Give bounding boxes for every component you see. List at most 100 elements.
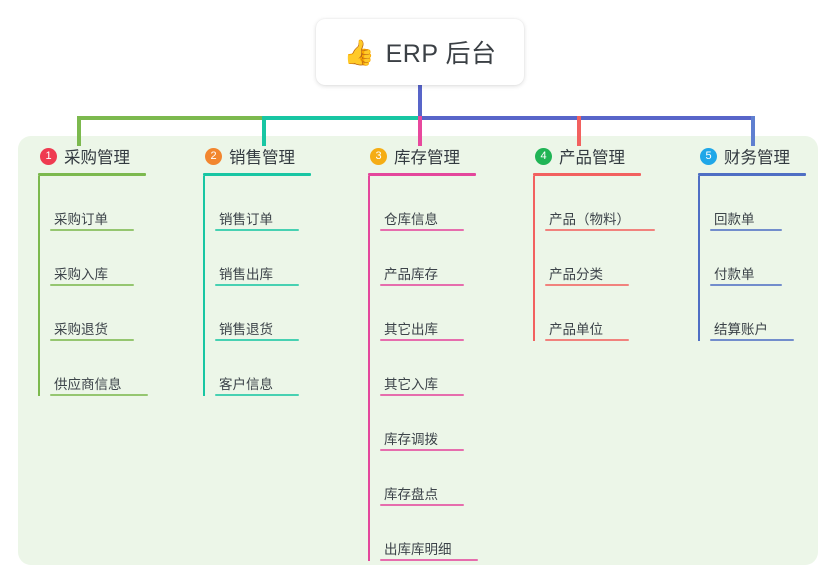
leaf-item[interactable]: 产品库存 — [368, 231, 476, 286]
column-rail-4 — [533, 176, 535, 341]
column-header-1[interactable]: 1 采购管理 — [38, 143, 146, 169]
leaf-item-label: 库存盘点 — [384, 486, 438, 502]
column-rail-1 — [38, 176, 40, 396]
leaf-item-label: 产品分类 — [549, 266, 603, 282]
leaf-item-label: 产品（物料） — [549, 211, 630, 227]
leaf-item[interactable]: 库存盘点 — [368, 451, 476, 506]
leaf-item-underline — [710, 339, 794, 341]
column-rail-5 — [698, 176, 700, 341]
column-badge-2: 2 — [205, 147, 222, 165]
leaf-item[interactable]: 回款单 — [698, 176, 806, 231]
column-title-2: 销售管理 — [229, 149, 295, 167]
leaf-item[interactable]: 采购订单 — [38, 176, 146, 231]
leaf-item-underline — [380, 284, 464, 286]
leaf-item-label: 结算账户 — [714, 321, 768, 337]
leaf-item-label: 产品单位 — [549, 321, 603, 337]
leaf-item[interactable]: 出库库明细 — [368, 506, 478, 561]
leaf-item-underline — [710, 229, 782, 231]
column-4: 4 产品管理产品（物料） 产品分类产品单位 — [533, 143, 655, 341]
column-title-5: 财务管理 — [724, 149, 790, 167]
leaf-item-underline — [50, 284, 134, 286]
leaf-item-label: 供应商信息 — [54, 376, 122, 392]
leaf-item[interactable]: 供应商信息 — [38, 341, 148, 396]
leaf-item-label: 客户信息 — [219, 376, 273, 392]
leaf-item-underline — [380, 449, 464, 451]
leaf-item-label: 采购退货 — [54, 321, 108, 337]
leaf-item-label: 销售出库 — [219, 266, 273, 282]
leaf-item[interactable]: 客户信息 — [203, 341, 311, 396]
leaf-item-underline — [50, 229, 134, 231]
leaf-item[interactable]: 产品单位 — [533, 286, 641, 341]
root-title: ERP 后台 — [385, 40, 497, 68]
leaf-item-underline — [50, 339, 134, 341]
leaf-item[interactable]: 其它入库 — [368, 341, 476, 396]
leaf-item-underline — [215, 339, 299, 341]
leaf-item[interactable]: 库存调拨 — [368, 396, 476, 451]
column-body-3: 仓库信息产品库存其它出库其它入库库存调拨库存盘点出库库明细 — [368, 176, 478, 561]
column-header-5[interactable]: 5 财务管理 — [698, 143, 806, 169]
leaf-item[interactable]: 采购退货 — [38, 286, 146, 341]
column-header-4[interactable]: 4 产品管理 — [533, 143, 641, 169]
column-rail-3 — [368, 176, 370, 561]
leaf-item-label: 采购入库 — [54, 266, 108, 282]
leaf-item-underline — [215, 394, 299, 396]
column-body-1: 采购订单采购入库采购退货供应商信息 — [38, 176, 148, 396]
leaf-item-label: 出库库明细 — [384, 541, 452, 557]
column-1: 1 采购管理采购订单采购入库采购退货供应商信息 — [38, 143, 148, 396]
leaf-item[interactable]: 销售订单 — [203, 176, 311, 231]
column-title-4: 产品管理 — [559, 149, 625, 167]
column-badge-1: 1 — [40, 147, 57, 165]
leaf-item-underline — [545, 229, 655, 231]
leaf-item[interactable]: 产品分类 — [533, 231, 641, 286]
leaf-item-label: 仓库信息 — [384, 211, 438, 227]
column-underline-2 — [203, 173, 311, 176]
column-2: 2 销售管理销售订单销售出库销售退货客户信息 — [203, 143, 311, 396]
column-header-2[interactable]: 2 销售管理 — [203, 143, 311, 169]
leaf-item-underline — [215, 284, 299, 286]
leaf-item-label: 回款单 — [714, 211, 755, 227]
column-underline-4 — [533, 173, 641, 176]
column-header-3[interactable]: 3 库存管理 — [368, 143, 476, 169]
column-rail-2 — [203, 176, 205, 396]
leaf-item[interactable]: 其它出库 — [368, 286, 476, 341]
column-body-4: 产品（物料） 产品分类产品单位 — [533, 176, 655, 341]
column-body-2: 销售订单销售出库销售退货客户信息 — [203, 176, 311, 396]
leaf-item[interactable]: 结算账户 — [698, 286, 806, 341]
column-badge-3: 3 — [370, 147, 387, 165]
leaf-item-underline — [380, 394, 464, 396]
diagram-background-panel — [18, 136, 818, 565]
column-body-5: 回款单付款单结算账户 — [698, 176, 806, 341]
leaf-item[interactable]: 销售退货 — [203, 286, 311, 341]
root-node[interactable]: 👍 ERP 后台 — [316, 19, 524, 85]
column-3: 3 库存管理仓库信息产品库存其它出库其它入库库存调拨库存盘点出库库明细 — [368, 143, 478, 561]
leaf-item-label: 产品库存 — [384, 266, 438, 282]
column-underline-5 — [698, 173, 806, 176]
leaf-item-underline — [545, 339, 629, 341]
leaf-item[interactable]: 付款单 — [698, 231, 806, 286]
leaf-item[interactable]: 销售出库 — [203, 231, 311, 286]
leaf-item-underline — [380, 229, 464, 231]
column-title-1: 采购管理 — [64, 149, 130, 167]
leaf-item-underline — [215, 229, 299, 231]
leaf-item-underline — [380, 559, 478, 561]
leaf-item[interactable]: 产品（物料） — [533, 176, 655, 231]
leaf-item-label: 采购订单 — [54, 211, 108, 227]
leaf-item-label: 销售退货 — [219, 321, 273, 337]
column-badge-5: 5 — [700, 147, 717, 165]
leaf-item-underline — [380, 504, 464, 506]
leaf-item-underline — [545, 284, 629, 286]
leaf-item-label: 其它出库 — [384, 321, 438, 337]
leaf-item-label: 其它入库 — [384, 376, 438, 392]
column-5: 5 财务管理回款单付款单结算账户 — [698, 143, 806, 341]
column-title-3: 库存管理 — [394, 149, 460, 167]
leaf-item[interactable]: 采购入库 — [38, 231, 146, 286]
leaf-item-label: 销售订单 — [219, 211, 273, 227]
column-underline-1 — [38, 173, 146, 176]
leaf-item-underline — [380, 339, 464, 341]
leaf-item-underline — [710, 284, 782, 286]
leaf-item-underline — [50, 394, 148, 396]
leaf-item-label: 付款单 — [714, 266, 755, 282]
column-badge-4: 4 — [535, 147, 552, 165]
leaf-item-label: 库存调拨 — [384, 431, 438, 447]
leaf-item[interactable]: 仓库信息 — [368, 176, 476, 231]
